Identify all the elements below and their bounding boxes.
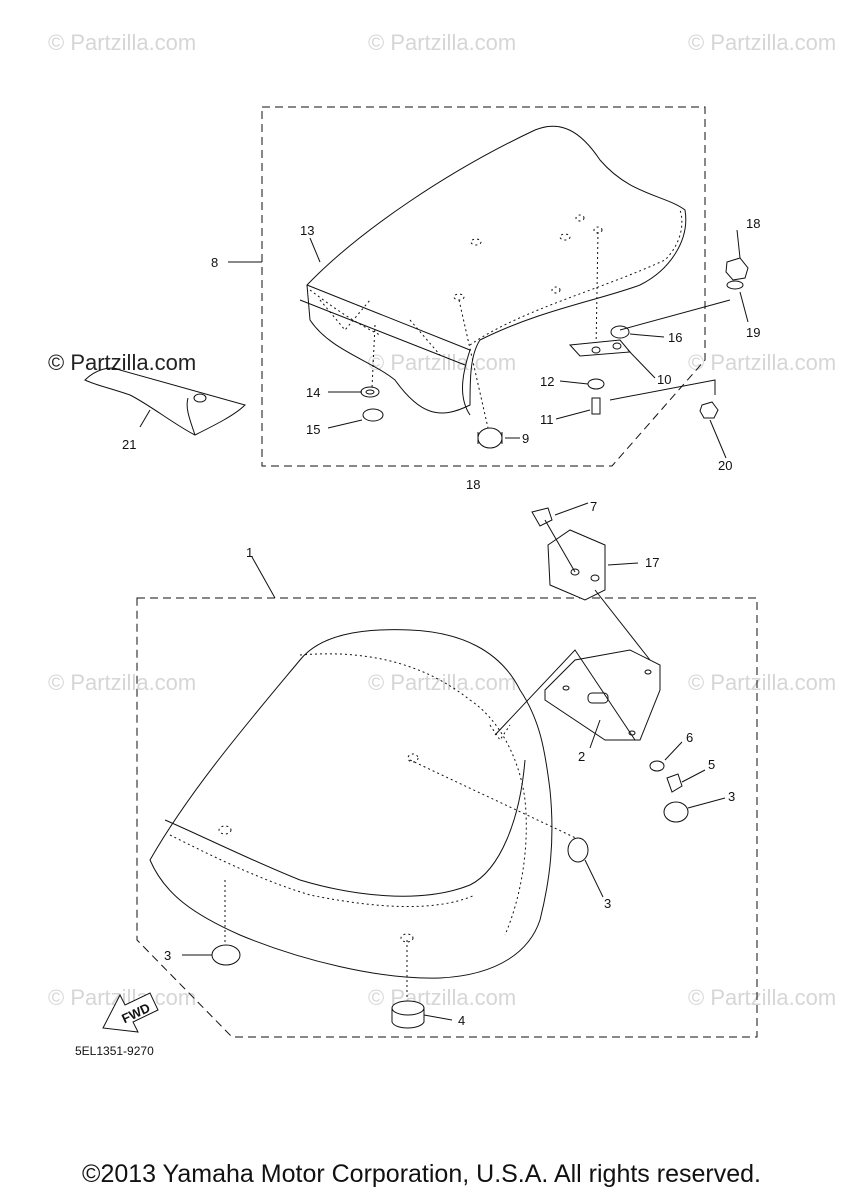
watermark: © Partzilla.com <box>368 30 517 55</box>
callout-9: 9 <box>522 431 529 446</box>
callout-20: 20 <box>718 458 732 473</box>
watermark: © Partzilla.com <box>368 670 517 695</box>
leader-lines <box>139 229 749 1021</box>
callout-2: 2 <box>578 749 585 764</box>
callout-1: 1 <box>246 545 253 560</box>
callout-3-a: 3 <box>728 789 735 804</box>
callout-3-c: 3 <box>164 948 171 963</box>
watermark: © Partzilla.com <box>368 350 517 375</box>
callout-5: 5 <box>708 757 715 772</box>
lower-small-parts <box>211 507 689 1029</box>
watermark: © Partzilla.com <box>48 30 197 55</box>
rider-seat <box>149 629 581 1000</box>
watermark: © Partzilla.com <box>688 350 837 375</box>
fwd-arrow: FWD <box>102 992 159 1033</box>
callout-4: 4 <box>458 1013 465 1028</box>
callout-3-b: 3 <box>604 896 611 911</box>
group-box-upper <box>261 106 706 467</box>
callout-16: 16 <box>668 330 682 345</box>
copyright-footer: ©2013 Yamaha Motor Corporation, U.S.A. A… <box>82 1160 761 1188</box>
diagram-code: 5EL1351-9270 <box>75 1044 154 1058</box>
passenger-seat <box>299 125 687 416</box>
callout-7: 7 <box>590 499 597 514</box>
watermark: © Partzilla.com <box>48 670 197 695</box>
callout-15: 15 <box>306 422 320 437</box>
callout-13: 13 <box>300 223 314 238</box>
callout-10: 10 <box>657 372 671 387</box>
callouts: 8 13 14 15 9 12 11 10 16 18 19 20 18 21 … <box>122 216 760 1028</box>
callout-17: 17 <box>645 555 659 570</box>
callout-12: 12 <box>540 374 554 389</box>
upper-small-parts <box>360 231 749 449</box>
callout-18-group: 18 <box>466 477 480 492</box>
callout-8: 8 <box>211 255 218 270</box>
watermark: © Partzilla.com <box>688 30 837 55</box>
cover-piece <box>84 367 246 436</box>
callout-14: 14 <box>306 385 320 400</box>
callout-21: 21 <box>122 437 136 452</box>
watermark: © Partzilla.com <box>688 670 837 695</box>
callout-6: 6 <box>686 730 693 745</box>
callout-11: 11 <box>540 412 554 427</box>
callout-19: 19 <box>746 325 760 340</box>
callout-18: 18 <box>746 216 760 231</box>
group-box-lower <box>136 597 758 1038</box>
watermark: © Partzilla.com <box>688 985 837 1010</box>
